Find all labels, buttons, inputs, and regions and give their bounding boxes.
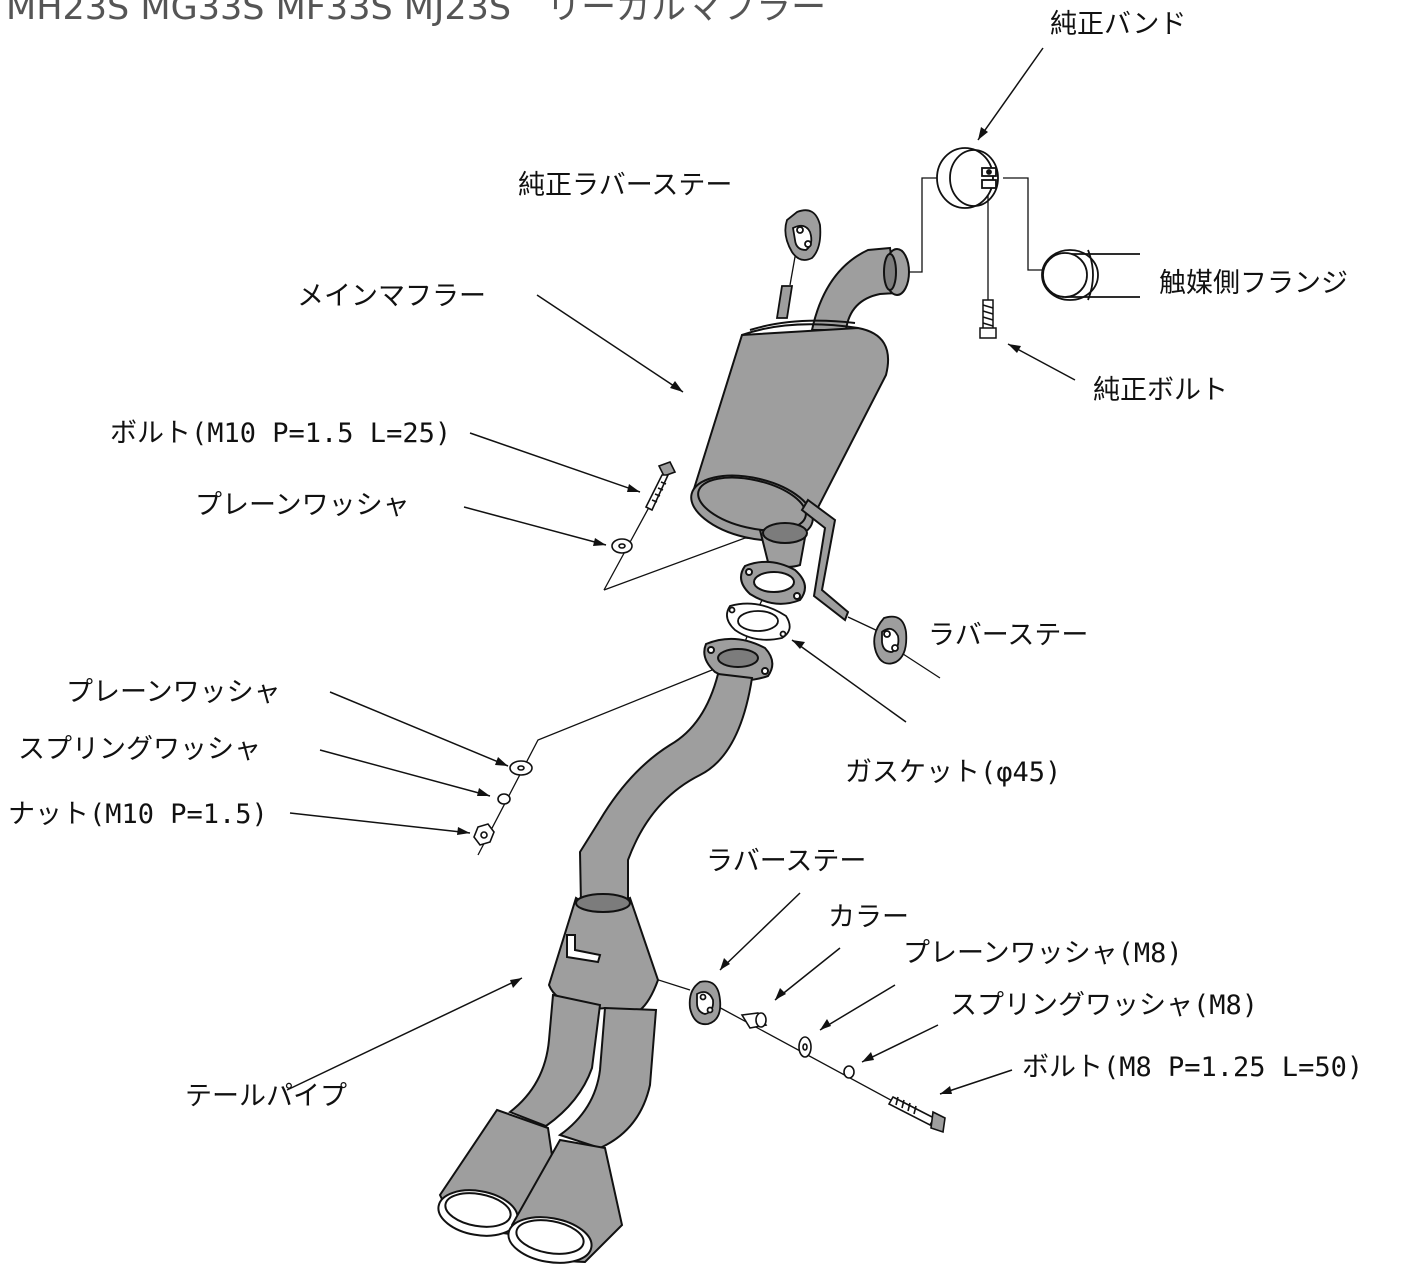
label-tail-pipe: テールパイプ — [185, 1081, 347, 1112]
label-junsei-rubber-stay: 純正ラバーステー — [518, 170, 733, 201]
main-muffler — [690, 246, 910, 622]
label-gasket: ガスケット(φ45) — [845, 757, 1062, 788]
label-rubber-stay-lower: ラバーステー — [706, 846, 867, 877]
original-bolt — [979, 299, 997, 339]
leader-arrowheads — [457, 127, 1021, 1094]
label-bolt-m10: ボルト(M10 P=1.5 L=25) — [110, 418, 452, 449]
label-bolt-m8: ボルト(M8 P=1.25 L=50) — [1022, 1052, 1364, 1083]
label-spring-washer-m8: スプリングワッシャ(M8) — [950, 990, 1259, 1021]
bolt-m8 — [887, 1095, 946, 1134]
label-plain-washer-m8: プレーンワッシャ(M8) — [903, 938, 1183, 969]
plain-washer-m8 — [798, 1036, 812, 1058]
rubber-stay-right — [873, 615, 908, 665]
label-plain-washer-upper: プレーンワッシャ — [195, 490, 410, 521]
label-collar: カラー — [828, 902, 909, 933]
label-junsei-bolt: 純正ボルト — [1093, 375, 1228, 406]
rubber-stay-lower — [688, 980, 722, 1026]
catalyst-flange-pipe — [1041, 249, 1140, 301]
collar — [740, 1012, 768, 1029]
label-nut-m10: ナット(M10 P=1.5) — [8, 799, 268, 830]
nut-m10 — [473, 823, 495, 846]
plain-washer-lower — [509, 760, 533, 776]
label-junsei-band: 純正バンド — [1050, 9, 1187, 40]
label-main-muffler: メインマフラー — [297, 281, 486, 312]
gasket — [726, 602, 791, 641]
label-rubber-stay-right: ラバーステー — [928, 620, 1089, 651]
label-spring-washer: スプリングワッシャ — [18, 734, 261, 765]
spring-washer-m8 — [843, 1065, 855, 1079]
spring-washer — [497, 793, 511, 805]
original-band — [936, 147, 999, 209]
leader-lines — [286, 47, 1076, 1095]
label-plain-washer-lower: プレーンワッシャ — [66, 677, 281, 708]
tail-pipe — [437, 637, 774, 1264]
label-catalyst-flange: 触媒側フランジ — [1159, 268, 1348, 299]
plain-washer-upper — [611, 538, 633, 554]
original-rubber-stay — [775, 209, 822, 319]
bolt-m10 — [644, 461, 677, 512]
diagram-title: MH23S MG33S MF33S MJ23S リーガルマフラー — [6, 0, 827, 28]
